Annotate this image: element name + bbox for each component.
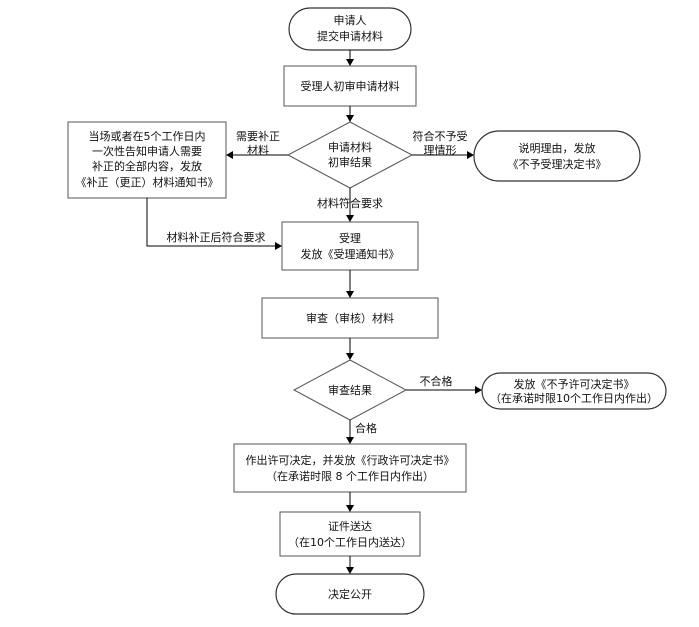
label-pass: 合格 [355,421,377,435]
accept-line-1: 受理 [339,232,361,245]
grant-permit-node: 作出许可决定，并发放《行政许可决定书》 （在承诺时限 8 个工作日内作出） [233,443,467,493]
supplement-line-3: 补正的全部内容，发放 [92,159,202,173]
supplement-line-1: 当场或者在5个工作日内 [89,129,206,143]
supplement-line-4: 《补正（更正）材料通知书》 [76,175,219,189]
deliver-line-2: （在10个工作日内送达） [288,535,412,549]
deliver-node: 证件送达 （在10个工作日内送达） [279,511,421,557]
initial-review-label: 受理人初审申请材料 [301,79,400,93]
label-need-supplement-1: 需要补正 [236,130,280,143]
grant-line-2: （在承诺时限 8 个工作日内作出） [266,469,434,483]
examine-node: 审查（审核）材料 [261,297,439,339]
edge-accept-to-examine [346,270,354,298]
publish-label: 决定公开 [328,587,372,601]
start-line-2: 提交申请材料 [317,29,383,43]
initial-review-node: 受理人初审申请材料 [283,65,417,107]
edge-decision-to-reject [412,151,474,159]
edge-supplement-to-accept [146,198,282,250]
decision-exam-label: 审查结果 [328,383,372,397]
reject-line-2: 《不予受理决定书》 [508,157,607,171]
initial-review-decision: 申请材料 初审结果 [286,121,414,189]
supplement-notice-node: 当场或者在5个工作日内 一次性告知申请人需要 补正的全部内容，发放 《补正（更正… [67,121,227,199]
label-not-acceptable-1: 符合不予受 [413,129,468,143]
accept-line-2: 发放《受理通知书》 [301,247,400,261]
deny-line-2: （在承诺时限10个工作日内作出） [490,391,658,405]
supplement-line-2: 一次性告知申请人需要 [92,144,202,158]
reject-line-1: 说明理由，发放 [519,141,596,155]
grant-line-1: 作出许可决定，并发放《行政许可决定书》 [246,453,455,467]
edge-grant-to-deliver [346,492,354,512]
edge-decision-to-accept [346,188,354,222]
deny-line-1: 发放《不予许可决定书》 [514,377,635,391]
reject-node: 说明理由，发放 《不予受理决定书》 [473,130,641,182]
start-node: 申请人 提交申请材料 [288,7,412,51]
decision-initial-line-1: 申请材料 [328,140,372,154]
label-meets-requirements: 材料符合要求 [317,196,383,210]
label-fail: 不合格 [420,374,453,388]
edge-deliver-to-publish [346,556,354,574]
edge-start-to-review [346,50,354,66]
publish-node: 决定公开 [275,573,425,615]
edge-examine-to-decision [346,338,354,360]
label-need-supplement-2: 材料 [247,143,269,157]
label-after-supplement: 材料补正后符合要求 [167,230,266,244]
deliver-line-1: 证件送达 [328,519,372,533]
edge-decision-to-supplement [226,151,288,159]
label-not-acceptable-2: 理情形 [424,144,457,157]
edge-review-to-decision [346,106,354,122]
examine-label: 审查（审核）材料 [306,311,394,325]
edge-decision-to-deny [406,386,482,394]
decision-initial-line-2: 初审结果 [328,155,372,169]
deny-permit-node: 发放《不予许可决定书》 （在承诺时限10个工作日内作出） [481,372,667,410]
accept-node: 受理 发放《受理通知书》 [281,221,419,271]
start-line-1: 申请人 [334,14,367,27]
edge-decision-to-grant [346,420,354,444]
exam-result-decision: 审查结果 [292,359,408,421]
